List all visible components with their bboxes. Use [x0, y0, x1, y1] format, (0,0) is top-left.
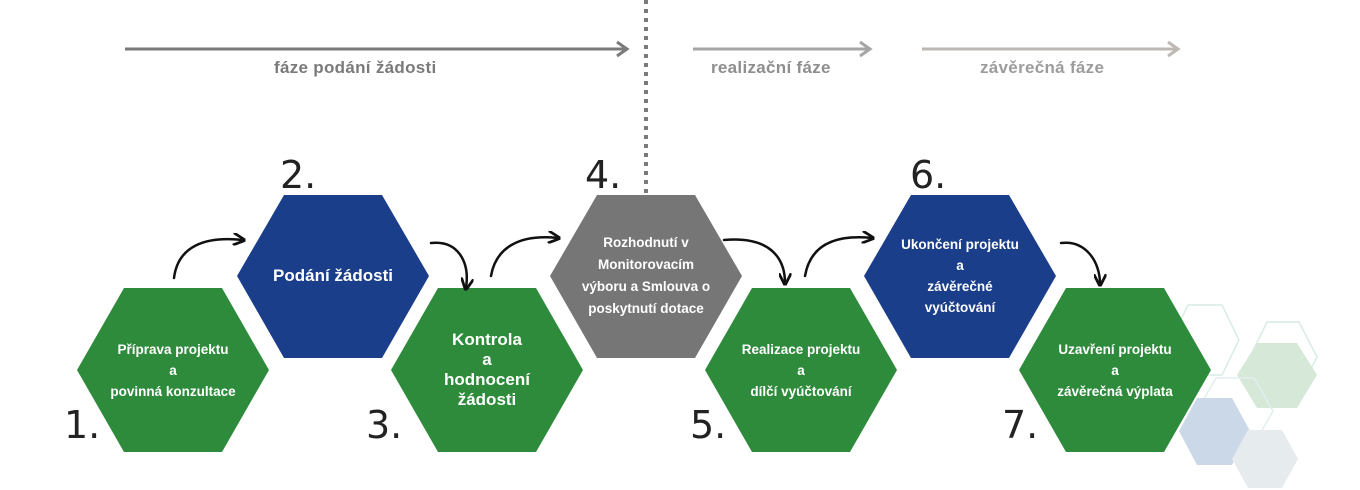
connector-2-3	[429, 241, 467, 288]
hexagon-step-5	[705, 288, 897, 452]
step-4-line-3: výboru a Smlouva o	[581, 279, 711, 294]
step-6-line-3: závěrečné	[927, 279, 993, 294]
connector-3-4	[489, 237, 558, 278]
step-6-text: Ukončení projektu a závěrečné vyúčtování	[869, 206, 1051, 346]
connector-5-6	[803, 237, 872, 278]
hexagon-step-6	[864, 195, 1056, 358]
step-5-line-2: a	[797, 362, 805, 378]
step-7-line-1: Uzavření projektu	[1058, 341, 1172, 357]
hexagon-step-3	[391, 288, 583, 452]
phase-3-arrow-head	[1167, 40, 1181, 58]
step-number-2: 2.	[280, 153, 317, 197]
step-1-text: Příprava projektu a povinná konzultace	[82, 300, 264, 440]
step-6-line-2: a	[956, 258, 964, 273]
phase-label-final: závěrečná fáze	[980, 58, 1105, 77]
step-3-text: Kontrola a hodnocení žádosti	[396, 300, 578, 440]
step-7-text: Uzavření projektu a závěrečná výplata	[1024, 300, 1206, 440]
step-3-line-4: žádosti	[457, 390, 517, 409]
hexagon-step-2	[237, 195, 429, 358]
step-1-line-2: a	[169, 362, 177, 378]
step-4-line-1: Rozhodnutí v	[603, 235, 689, 250]
step-connectors	[172, 237, 1100, 288]
connector-6-7	[1059, 241, 1100, 284]
step-hexagons	[77, 195, 1211, 452]
step-6-line-4: vyúčtování	[924, 300, 996, 315]
step-4-line-2: Monitorovacím	[597, 257, 694, 272]
step-2-text: Podání žádosti	[242, 206, 424, 346]
step-number-3: 3.	[366, 403, 403, 447]
phase-1-arrow-head	[616, 40, 630, 58]
hexagon-step-1	[77, 288, 269, 452]
step-7-line-2: a	[1111, 362, 1119, 378]
step-3-line-2: a	[482, 350, 492, 369]
phase-2-arrow-head	[859, 40, 873, 58]
step-4-text: Rozhodnutí v Monitorovacím výboru a Smlo…	[552, 206, 740, 346]
step-1-line-3: povinná konzultace	[110, 383, 236, 399]
step-number-6: 6.	[910, 153, 947, 197]
step-3-line-3: hodnocení	[444, 370, 530, 389]
phase-arrows	[125, 40, 1181, 58]
step-1-line-1: Příprava projektu	[117, 341, 229, 357]
hexagon-step-7	[1019, 288, 1211, 452]
step-4-line-4: poskytnutí dotace	[588, 301, 704, 316]
connector-1-2	[172, 239, 243, 280]
step-6-line-1: Ukončení projektu	[901, 237, 1019, 252]
step-number-4: 4.	[585, 153, 622, 197]
connector-4-5	[722, 238, 785, 283]
hexagon-step-4	[550, 195, 742, 358]
phase-label-application: fáze podání žádosti	[274, 58, 437, 77]
phase-label-realization: realizační fáze	[711, 58, 831, 77]
step-3-line-1: Kontrola	[452, 330, 522, 349]
step-5-line-1: Realizace projektu	[741, 341, 861, 357]
step-5-line-3: dílčí vyúčtování	[750, 383, 852, 399]
step-number-7: 7.	[1002, 403, 1039, 447]
step-number-5: 5.	[690, 403, 727, 447]
step-7-line-3: závěrečná výplata	[1057, 383, 1173, 399]
step-number-1: 1.	[64, 403, 101, 447]
step-5-text: Realizace projektu a dílčí vyúčtování	[710, 300, 892, 440]
step-2-line-1: Podání žádosti	[273, 266, 393, 285]
hexagon-pattern-icon	[1170, 304, 1318, 488]
